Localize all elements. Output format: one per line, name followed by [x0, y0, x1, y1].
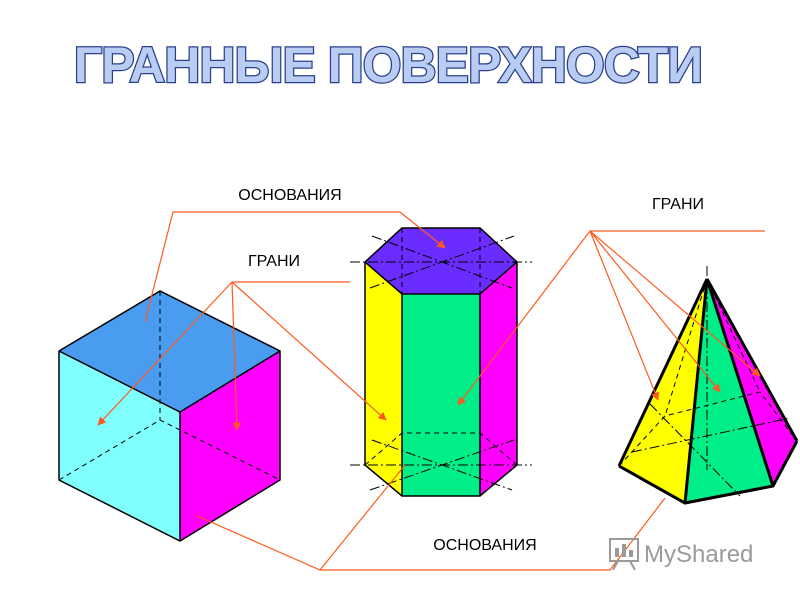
- label-faces-left: ГРАНИ: [248, 253, 300, 270]
- label-bases-top: ОСНОВАНИЯ: [238, 187, 341, 204]
- leader-bases-bottom-prism: [319, 464, 406, 571]
- pyramid: [617, 266, 799, 505]
- watermark-text: MyShared: [644, 541, 753, 568]
- prism-top-base: [365, 228, 517, 294]
- watermark: MyShared: [609, 538, 753, 571]
- label-faces-right: ГРАНИ: [652, 196, 704, 213]
- cube-side-face: [180, 351, 280, 541]
- leader-faces-left-cube-side: [231, 281, 241, 431]
- pyramid-edge-2: [683, 278, 709, 504]
- leader-bases-bottom-cube: [196, 497, 666, 571]
- leader-faces-right-pyramid-2: [589, 230, 721, 393]
- leader-faces-right-pyramid-1: [589, 230, 660, 401]
- leader-faces-left-cube-front: [97, 281, 233, 426]
- leader-bases-top: [144, 211, 446, 323]
- cube-top-face: [59, 291, 280, 412]
- prism-face-left: [365, 262, 402, 496]
- pyramid-face-yellow: [619, 279, 707, 503]
- pyramid-base-axis-1: [631, 417, 791, 453]
- leader-faces-left-prism: [231, 281, 387, 421]
- label-bases-bottom: ОСНОВАНИЯ: [433, 537, 536, 554]
- pyramid-hidden-edge-1: [664, 278, 708, 417]
- cube-outline: [58, 290, 281, 542]
- prism-bottom-outline: [364, 464, 518, 497]
- cube-front-face: [59, 351, 180, 541]
- page-title: ГРАННЫЕ ПОВЕРХНОСТИ: [74, 37, 702, 93]
- leader-faces-right-prism: [457, 230, 591, 406]
- prism-face-front: [402, 294, 480, 496]
- prism-face-right: [480, 262, 517, 496]
- pyramid-edge-4: [705, 278, 799, 442]
- leader-lines: [97, 211, 765, 571]
- pyramid-edge-3: [705, 278, 775, 487]
- cube: [58, 290, 281, 542]
- pyramid-base-outline: [618, 440, 799, 505]
- pyramid-face-magenta: [707, 279, 797, 486]
- hexagonal-prism: [350, 227, 532, 497]
- leader-faces-right-pyramid-3: [589, 230, 761, 377]
- presentation-board-icon: [609, 538, 639, 571]
- pyramid-edge-1: [617, 278, 709, 467]
- pyramid-base-axis-2: [649, 403, 741, 497]
